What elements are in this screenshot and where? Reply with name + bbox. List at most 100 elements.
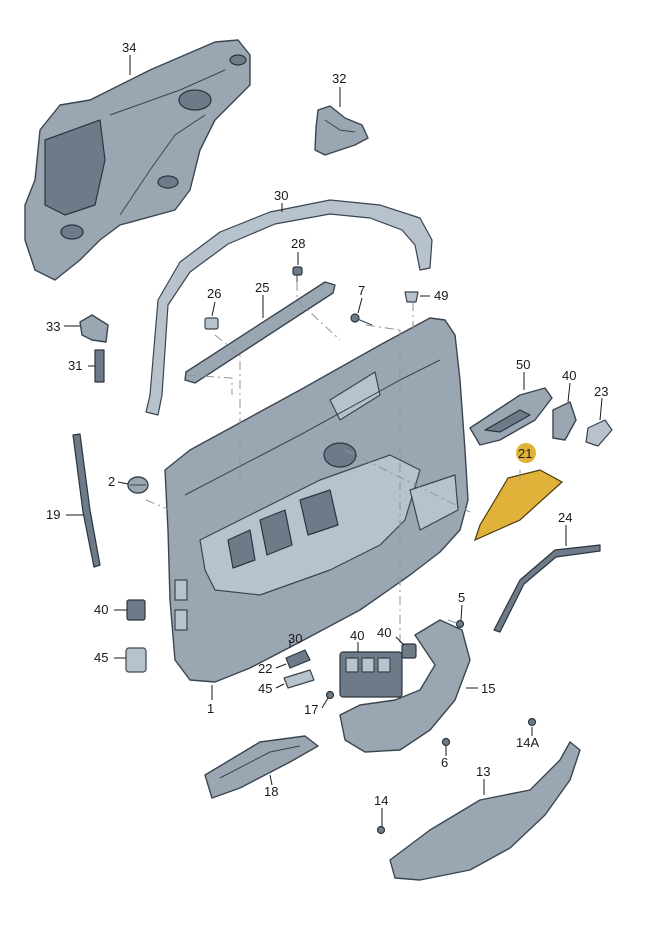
callout-30-top: 30 [274, 188, 288, 212]
callout-label: 26 [207, 286, 221, 301]
part-30-window-trim [145, 199, 433, 416]
highlight-badge [516, 443, 536, 463]
callout-label: 25 [255, 280, 269, 295]
part-40-switch-upper [552, 401, 577, 441]
part-23-cover [585, 419, 613, 447]
callout-label: 30 [274, 188, 288, 203]
callout-1: 1 [207, 685, 214, 716]
callout-label: 32 [332, 71, 346, 86]
callout-6: 6 [441, 746, 448, 770]
callout-label: 23 [594, 384, 608, 399]
callout-label: 14 [374, 793, 388, 808]
callout-label: 31 [68, 358, 82, 373]
callout-label: 45 [258, 681, 272, 696]
callout-13: 13 [476, 764, 490, 795]
part-19-seal [72, 433, 101, 568]
callout-label: 14A [516, 735, 539, 750]
callout-24: 24 [558, 510, 572, 546]
part-32-bracket [314, 105, 369, 156]
callout-34: 34 [122, 40, 136, 75]
callout-40-small: 40 [377, 625, 405, 646]
callout-label: 5 [458, 590, 465, 605]
part-17-screw [325, 690, 335, 700]
callout-label: 40 [350, 628, 364, 643]
callout-label: 15 [481, 681, 495, 696]
part-14-screw [376, 825, 386, 835]
callout-33: 33 [46, 319, 80, 334]
callout-26: 26 [207, 286, 221, 317]
callout-40-upper: 40 [562, 368, 576, 403]
callout-label: 1 [207, 701, 214, 716]
callout-label: 2 [108, 474, 115, 489]
callout-28: 28 [291, 236, 305, 265]
part-45-switch-cap-left [125, 647, 147, 673]
callout-14A: 14A [516, 727, 539, 750]
part-1-door-trim-panel [164, 317, 469, 683]
callout-32: 32 [332, 71, 346, 107]
callout-label: 6 [441, 755, 448, 770]
part-6-screw [441, 737, 451, 747]
part-18-pocket-cover [204, 735, 319, 799]
part-24-trim-strip [493, 544, 601, 633]
part-13-armrest-cover [389, 741, 581, 881]
part-45-cap-middle [283, 669, 315, 689]
callout-31: 31 [68, 358, 95, 373]
callout-21-highlighted: 21 [516, 443, 536, 463]
callout-label: 17 [304, 702, 318, 717]
callout-label: 50 [516, 357, 530, 372]
callout-45-left: 45 [94, 650, 126, 665]
callout-label: 21 [518, 446, 532, 461]
callout-label: 30 [288, 631, 302, 646]
part-15-armrest-carrier [339, 619, 471, 753]
callout-label: 33 [46, 319, 60, 334]
part-40-switch-left [126, 599, 146, 621]
part-31-pad [94, 349, 105, 383]
callout-5: 5 [458, 590, 465, 621]
callout-49: 49 [420, 288, 448, 303]
callout-label: 40 [562, 368, 576, 383]
part-40-switch-module [339, 651, 403, 698]
callout-23: 23 [594, 384, 608, 421]
part-26-clip [204, 317, 219, 330]
callout-45-middle: 45 [258, 681, 285, 696]
callout-22: 22 [258, 661, 287, 676]
callout-7: 7 [357, 283, 365, 314]
assembly-guide-lines [145, 282, 521, 645]
part-25-trim-strip [184, 281, 336, 384]
part-7-screw [350, 313, 373, 326]
part-2-clip [127, 476, 149, 494]
callout-label: 34 [122, 40, 136, 55]
part-33-clip [79, 314, 109, 343]
part-50-inner-handle [469, 387, 553, 446]
callout-40-module: 40 [350, 628, 364, 652]
callout-label: 22 [258, 661, 272, 676]
part-49-clip [404, 291, 419, 303]
callout-label: 19 [46, 507, 60, 522]
highlighted-part-shape [474, 469, 564, 542]
callout-label: 40 [94, 602, 108, 617]
callout-17: 17 [304, 697, 329, 717]
callout-label: 49 [434, 288, 448, 303]
part-5-screw [455, 619, 465, 629]
callout-label: 24 [558, 510, 572, 525]
part-22-cover [285, 649, 311, 669]
callout-label: 7 [358, 283, 365, 298]
callout-label: 40 [377, 625, 391, 640]
part-40-switch-small [401, 643, 417, 659]
part-34-door-inner-frame [24, 39, 251, 281]
callout-label: 28 [291, 236, 305, 251]
callout-label: 13 [476, 764, 490, 779]
callout-label: 45 [94, 650, 108, 665]
part-21-trim-insert-highlighted [474, 469, 564, 542]
callout-30-panel: 30 [288, 631, 302, 648]
callout-14: 14 [374, 793, 388, 826]
part-14A-screw [527, 717, 537, 727]
callout-2: 2 [108, 474, 129, 489]
callout-18: 18 [264, 774, 278, 799]
callout-15: 15 [466, 681, 495, 696]
callout-50: 50 [516, 357, 530, 390]
callout-25: 25 [255, 280, 269, 318]
part-28-screw [292, 266, 303, 282]
